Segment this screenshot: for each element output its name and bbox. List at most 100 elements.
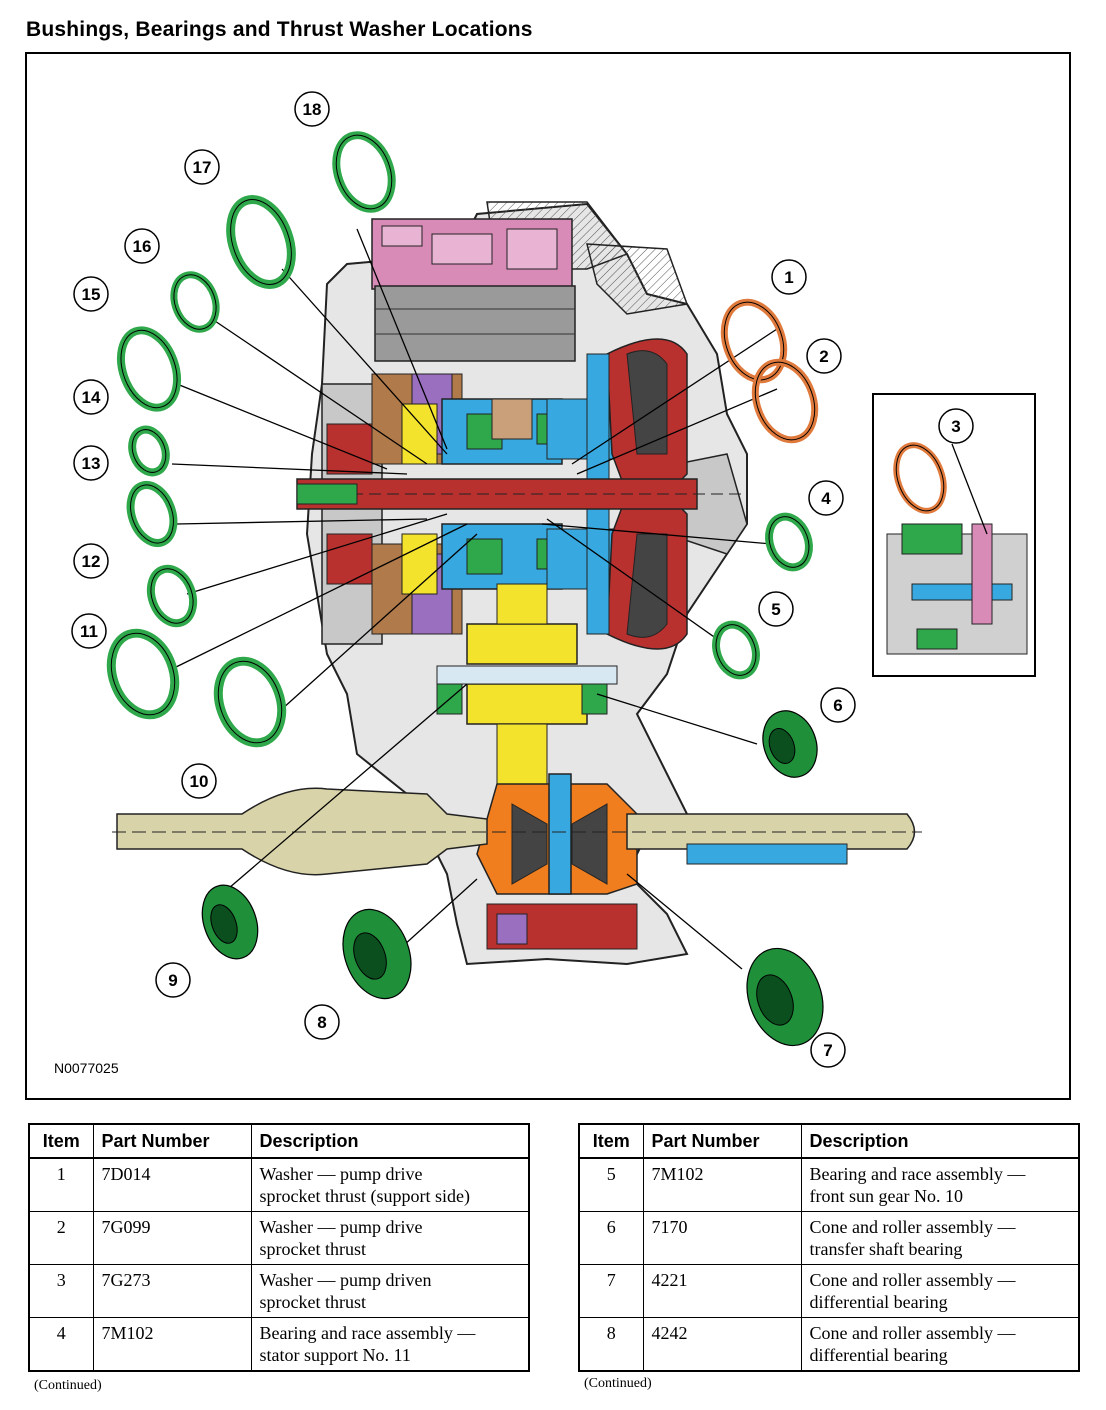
- table-row: 6 7170 Cone and roller assembly —transfe…: [578, 1211, 1080, 1265]
- table-row: 8 4242 Cone and roller assembly —differe…: [578, 1317, 1080, 1372]
- valve-body: [371, 218, 576, 362]
- bearing-14-icon: [128, 425, 170, 477]
- callout-2: 2: [806, 338, 842, 374]
- callout-8: 8: [304, 1004, 340, 1040]
- callout-5: 5: [758, 591, 794, 627]
- header-item: Item: [28, 1123, 94, 1159]
- differential: [476, 773, 638, 950]
- description-line: sprocket thrust: [259, 1239, 366, 1259]
- description-line: Bearing and race assembly —: [259, 1323, 476, 1343]
- continued-label-left: (Continued): [34, 1378, 102, 1393]
- cell-part-number: 7M102: [92, 1317, 252, 1372]
- roller-bearing-7-icon: [746, 947, 824, 1047]
- cell-item: 7: [578, 1264, 644, 1318]
- cell-description: Cone and roller assembly —differential b…: [800, 1317, 1080, 1372]
- bearing-16-icon: [170, 271, 220, 333]
- bearing-15-icon: [116, 326, 182, 412]
- svg-text:3: 3: [951, 417, 960, 436]
- washer-2-icon: [751, 358, 819, 444]
- svg-text:18: 18: [303, 100, 322, 119]
- callout-10: 10: [181, 763, 217, 799]
- callout-18: 18: [294, 91, 330, 127]
- description-line: differential bearing: [809, 1345, 948, 1365]
- cutaway-diagram: 1 2 3 4 5 6 7 8 9 10 11 12 13 14 15 16 1…: [25, 52, 1071, 1100]
- callout-17: 17: [184, 149, 220, 185]
- description-line: front sun gear No. 10: [809, 1186, 963, 1206]
- svg-text:7: 7: [823, 1041, 832, 1060]
- cell-item: 2: [28, 1211, 94, 1265]
- bearing-11-icon: [106, 628, 180, 720]
- cell-item: 5: [578, 1157, 644, 1212]
- washer-1-icon: [720, 298, 788, 384]
- callout-6: 6: [820, 687, 856, 723]
- cell-part-number: 7D014: [92, 1157, 252, 1212]
- table-header-row: Item Part Number Description: [578, 1123, 1080, 1159]
- callout-9: 9: [155, 962, 191, 998]
- header-description: Description: [800, 1123, 1080, 1159]
- svg-text:9: 9: [168, 971, 177, 990]
- bearing-18-icon: [332, 131, 396, 213]
- header-part-number: Part Number: [642, 1123, 802, 1159]
- callout-12: 12: [73, 543, 109, 579]
- description-line: Washer — pump drive: [259, 1217, 423, 1237]
- svg-text:8: 8: [317, 1013, 326, 1032]
- description-line: Cone and roller assembly —: [809, 1323, 1016, 1343]
- callout-7: 7: [810, 1032, 846, 1068]
- figure-id: N0077025: [54, 1060, 119, 1076]
- parts-table-left: Item Part Number Description 1 7D014 Was…: [28, 1123, 530, 1372]
- svg-text:15: 15: [82, 285, 101, 304]
- cell-description: Bearing and race assembly —front sun gea…: [800, 1157, 1080, 1212]
- transmission-cutaway-illustration: 1 2 3 4 5 6 7 8 9 10 11 12 13 14 15 16 1…: [71, 91, 1036, 1068]
- description-line: Bearing and race assembly —: [809, 1164, 1026, 1184]
- description-line: sprocket thrust: [259, 1292, 366, 1312]
- callout-14: 14: [73, 379, 109, 415]
- cell-part-number: 7G273: [92, 1264, 252, 1318]
- callout-1: 1: [771, 259, 807, 295]
- cell-part-number: 7M102: [642, 1157, 802, 1212]
- bearing-17-icon: [226, 195, 296, 289]
- callout-3: 3: [938, 408, 974, 444]
- roller-bearing-8-icon: [342, 908, 412, 1000]
- cell-description: Bearing and race assembly —stator suppor…: [250, 1317, 530, 1372]
- cell-item: 4: [28, 1317, 94, 1372]
- description-line: differential bearing: [809, 1292, 948, 1312]
- halfshafts: [112, 787, 922, 876]
- bearing-13-icon: [126, 480, 178, 548]
- svg-text:10: 10: [190, 772, 209, 791]
- cell-part-number: 4221: [642, 1264, 802, 1318]
- cell-item: 3: [28, 1264, 94, 1318]
- bearing-10-icon: [213, 656, 287, 748]
- bearing-4-icon: [765, 512, 813, 572]
- description-line: sprocket thrust (support side): [259, 1186, 470, 1206]
- description-line: Washer — pump driven: [259, 1270, 432, 1290]
- cell-item: 8: [578, 1317, 644, 1372]
- description-line: Cone and roller assembly —: [809, 1217, 1016, 1237]
- svg-text:16: 16: [133, 237, 152, 256]
- svg-text:13: 13: [82, 454, 101, 473]
- description-line: Washer — pump drive: [259, 1164, 423, 1184]
- table-header-row: Item Part Number Description: [28, 1123, 530, 1159]
- inset-detail-pump-drive: [872, 393, 1036, 677]
- callout-11: 11: [71, 613, 107, 649]
- header-item: Item: [578, 1123, 644, 1159]
- callout-16: 16: [124, 228, 160, 264]
- svg-text:1: 1: [784, 268, 793, 287]
- cell-description: Cone and roller assembly —transfer shaft…: [800, 1211, 1080, 1265]
- bearing-12-icon: [146, 564, 198, 628]
- cell-item: 6: [578, 1211, 644, 1265]
- svg-text:11: 11: [80, 622, 98, 641]
- cell-description: Cone and roller assembly —differential b…: [800, 1264, 1080, 1318]
- svg-text:17: 17: [193, 158, 212, 177]
- cell-part-number: 7170: [642, 1211, 802, 1265]
- description-line: Cone and roller assembly —: [809, 1270, 1016, 1290]
- exploded-components: [106, 131, 947, 1047]
- svg-text:2: 2: [819, 347, 828, 366]
- header-part-number: Part Number: [92, 1123, 252, 1159]
- cell-part-number: 7G099: [92, 1211, 252, 1265]
- cell-part-number: 4242: [642, 1317, 802, 1372]
